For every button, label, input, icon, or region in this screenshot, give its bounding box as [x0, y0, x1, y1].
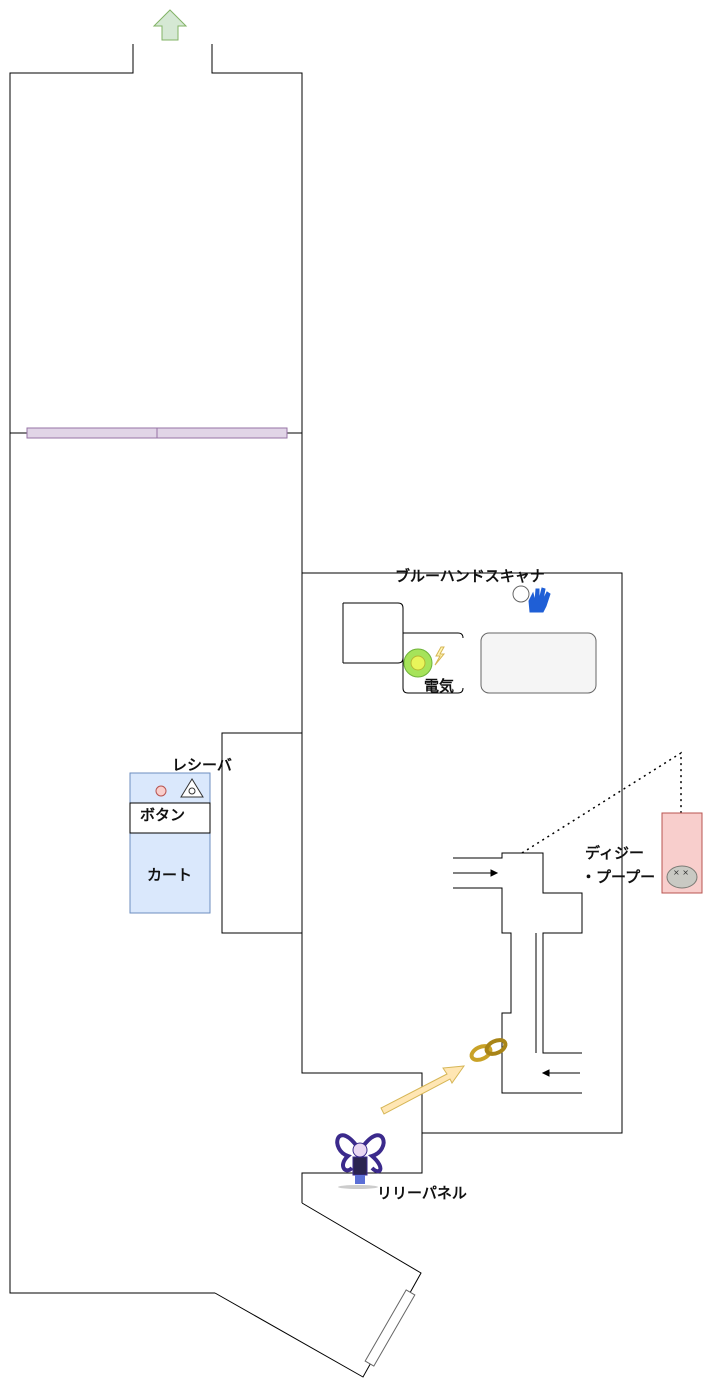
wall-top-right: [211, 44, 423, 1203]
corridor-mechanism: [453, 852, 583, 1094]
lily-character-icon[interactable]: [335, 1133, 386, 1189]
lily-hair-right: [362, 1133, 386, 1174]
lily-legs: [355, 1175, 365, 1184]
up-arrow-icon[interactable]: [152, 9, 188, 41]
button-box[interactable]: [129, 802, 211, 834]
label-button: ボタン: [140, 806, 185, 824]
door-right[interactable]: [156, 427, 288, 439]
lily-body: [352, 1156, 368, 1176]
label-lily-panel: リリーパネル: [377, 1184, 467, 1202]
flow-arrows: [453, 869, 580, 1077]
label-dizzy-line1: ディジー: [585, 844, 644, 862]
rock-creature-icon: × ×: [666, 865, 698, 889]
electric-inner-circle[interactable]: [410, 655, 426, 671]
eye-triangle-pupil: [188, 787, 196, 795]
gray-pad[interactable]: [364, 1289, 416, 1367]
arrow-out-head: [541, 1069, 550, 1077]
lily-hair-left: [335, 1133, 358, 1173]
label-dizzy-line2: ・プープー: [581, 868, 655, 886]
gray-panel: [480, 632, 597, 694]
corridor-inner-wall: [453, 887, 582, 1094]
creature-body: [666, 865, 698, 889]
receiver-light: [155, 785, 167, 797]
lightning-icon: [434, 646, 446, 666]
dizzy-card[interactable]: × ×: [661, 812, 703, 894]
ring-2[interactable]: [484, 1037, 508, 1056]
wall-lower-angle: [214, 1202, 422, 1378]
right-room-wall: [302, 572, 623, 1134]
arrow-in-head: [490, 869, 499, 877]
path-arrow: [380, 1065, 466, 1115]
ring-1[interactable]: [469, 1043, 493, 1062]
electric-switch[interactable]: [403, 646, 446, 678]
lily-shadow: [338, 1185, 378, 1189]
blue-hand-icon[interactable]: [512, 585, 551, 613]
label-receiver: レシーバ: [172, 756, 232, 774]
alcove: [221, 732, 303, 934]
dizzy-connector: [521, 751, 682, 854]
scanner-hand: [528, 587, 551, 613]
label-blue-hand-scanner: ブルーハンドスキャナ: [395, 567, 545, 585]
exit-arrow-shape[interactable]: [152, 9, 188, 41]
scanner-lens[interactable]: [512, 585, 530, 603]
panel-bracket-left: [342, 602, 404, 664]
label-cart: カート: [147, 866, 192, 884]
label-electricity: 電気: [424, 677, 454, 695]
door-left[interactable]: [26, 427, 158, 439]
eye-triangle-icon: [180, 778, 204, 798]
corridor-left-wall: [453, 852, 583, 1054]
wall-top-left: [9, 44, 215, 1294]
gold-ring-icon[interactable]: [469, 1037, 508, 1062]
panel-bracket-right: [402, 632, 464, 694]
creature-eyes: × ×: [673, 868, 689, 877]
cart-panel[interactable]: ボタン カート: [129, 772, 211, 914]
lily-head: [352, 1142, 368, 1158]
double-door[interactable]: [26, 427, 288, 439]
